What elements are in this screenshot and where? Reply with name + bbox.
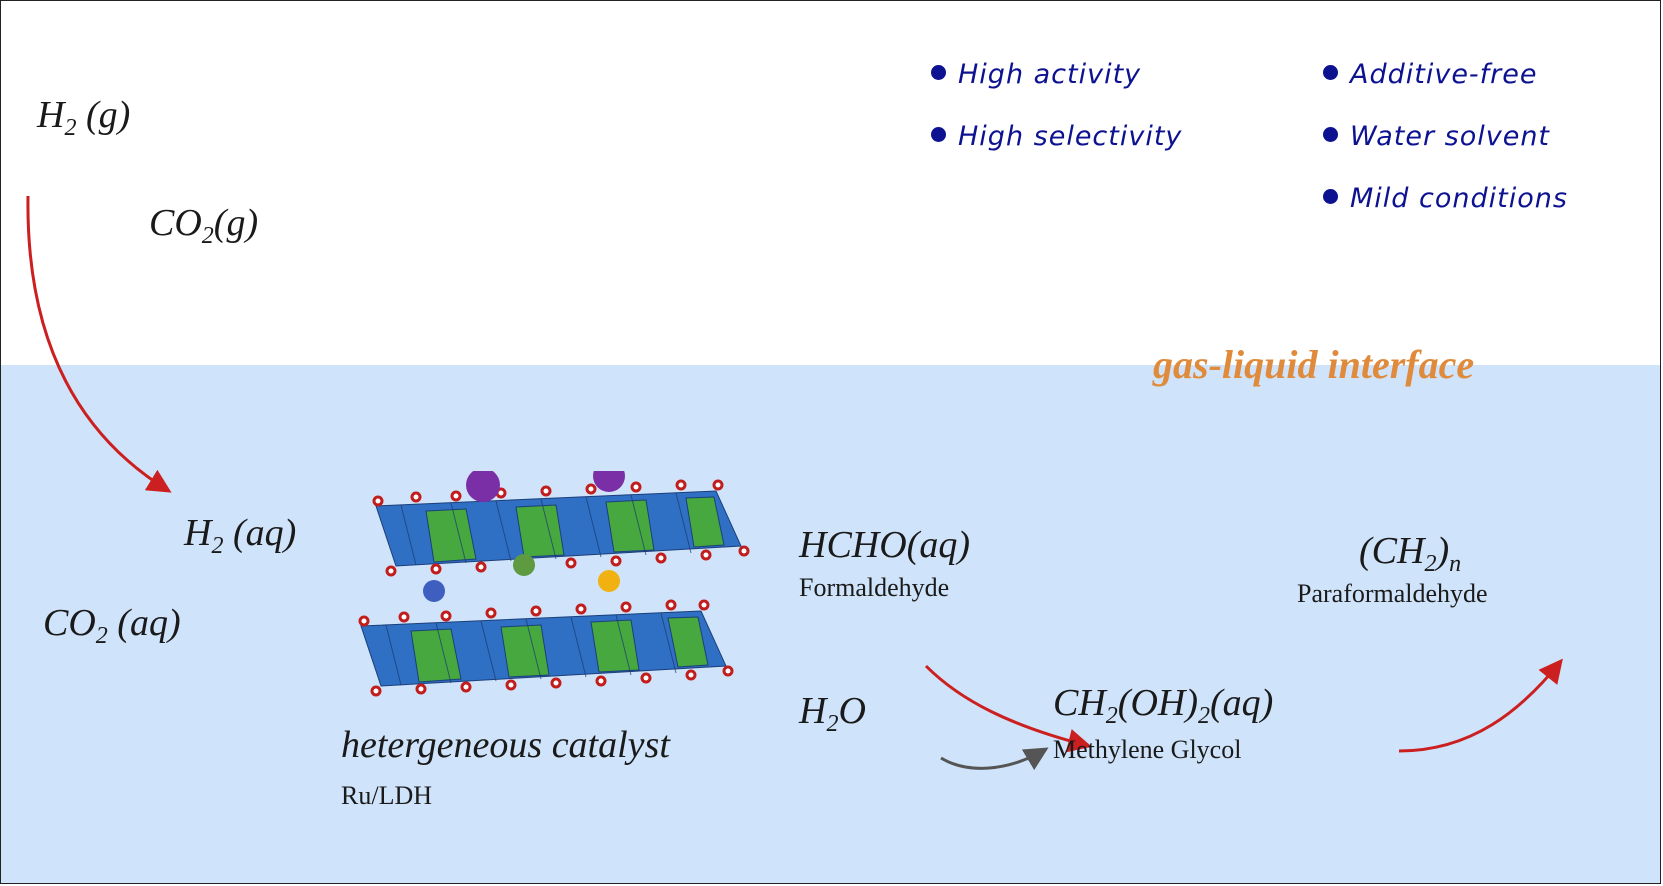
paraformaldehyde-name: Paraformaldehyde xyxy=(1297,579,1488,608)
dissolution-arrow xyxy=(26,195,172,493)
lower-ldh-layer xyxy=(358,599,734,697)
catalyst-label: hetergeneous catalyst xyxy=(341,724,670,766)
methylene-glycol-label: CH2(OH)2(aq) xyxy=(1053,682,1274,729)
h2-aq-label: H2 (aq) xyxy=(184,512,297,559)
bullet-icon xyxy=(1323,65,1338,80)
bullet-icon xyxy=(1323,189,1338,204)
interface-label: gas-liquid interface xyxy=(1153,342,1475,387)
feature-item: High selectivity xyxy=(931,121,1182,152)
co2-gas-label: CO2(g) xyxy=(149,202,259,249)
liquid-phase-region xyxy=(1,365,1660,883)
h2-gas-label: H2 (g) xyxy=(37,94,131,141)
methylene-glycol-name: Methylene Glycol xyxy=(1053,735,1242,764)
hcho-to-glycol-arrow xyxy=(924,664,1092,753)
ldh-catalyst-illustration xyxy=(358,471,750,697)
co2-aq-label: CO2 (aq) xyxy=(43,602,181,649)
feature-item: Water solvent xyxy=(1323,121,1550,152)
feature-item: High activity xyxy=(931,59,1141,90)
paraformaldehyde-label: (CH2)n xyxy=(1359,530,1462,577)
hcho-label: HCHO(aq) xyxy=(799,524,970,566)
bullet-icon xyxy=(931,127,946,142)
water-addition-arrow xyxy=(940,747,1049,771)
hcho-name: Formaldehyde xyxy=(799,573,950,602)
bullet-icon xyxy=(1323,127,1338,142)
feature-item: Mild conditions xyxy=(1323,183,1568,214)
upper-ldh-layer xyxy=(372,471,750,577)
catalyst-name: Ru/LDH xyxy=(341,781,432,810)
polymerization-arrow xyxy=(1398,658,1563,753)
feature-item: Additive-free xyxy=(1323,59,1538,90)
water-label: H2O xyxy=(799,690,866,737)
bullet-icon xyxy=(931,65,946,80)
